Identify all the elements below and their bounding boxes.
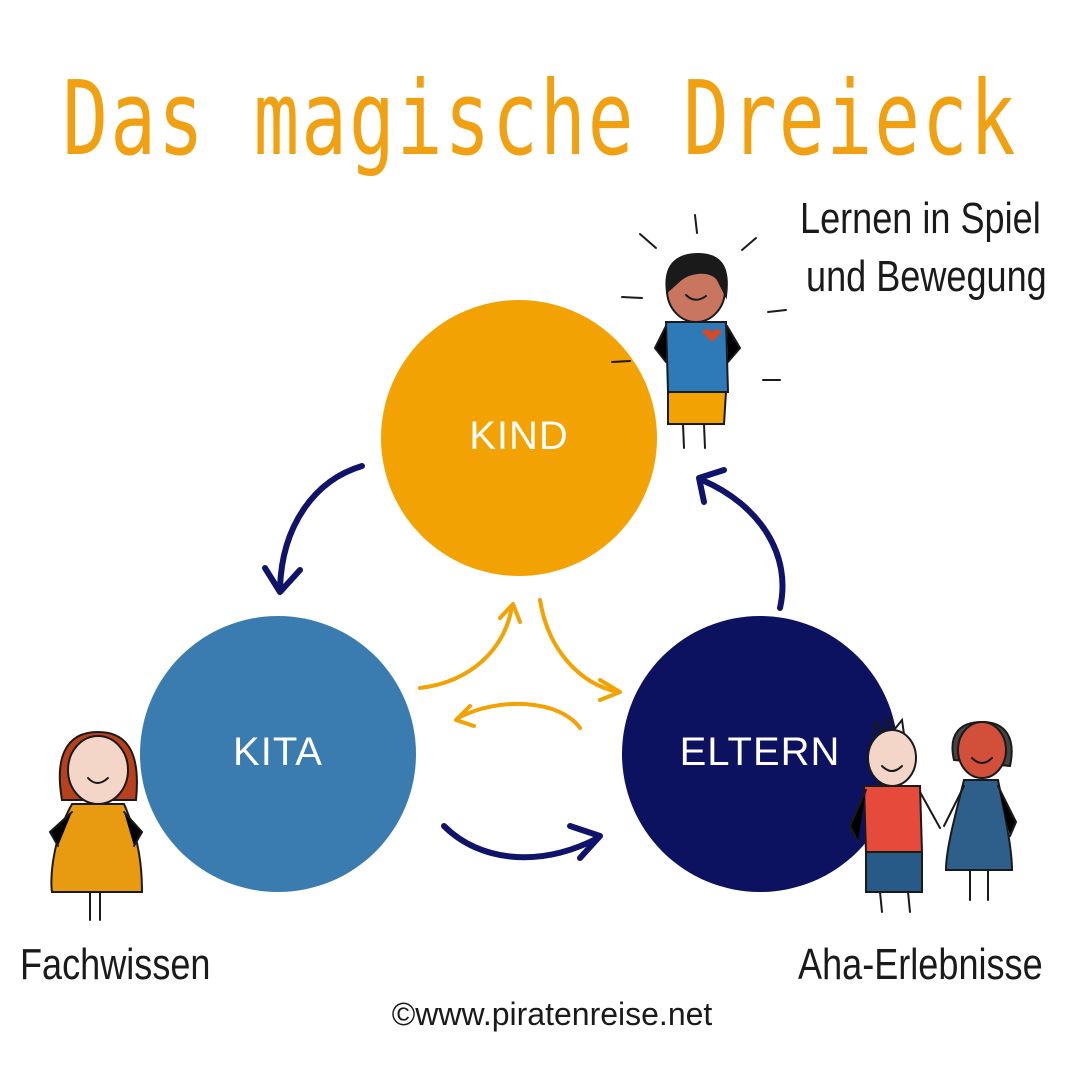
kind-annotation-line2: und Bewegung <box>806 252 1047 301</box>
arrow-eltern-to-kind <box>699 477 786 611</box>
arrow-kita-to-kind-head <box>498 602 522 624</box>
inner-arrows <box>418 598 622 730</box>
educator-figure-icon <box>48 730 144 921</box>
arrow-kita-to-eltern-head <box>567 823 603 861</box>
arrow-kita-to-kind <box>418 604 514 690</box>
kita-label: KITA <box>233 730 323 774</box>
arrow-kind-to-kita <box>277 463 365 591</box>
arrow-eltern-to-kita <box>456 701 582 730</box>
eltern-circle <box>622 616 898 892</box>
page-title: Das magische Dreieck <box>62 58 1018 179</box>
parents-figure-icon <box>848 715 1018 913</box>
kind-circle <box>381 300 657 576</box>
kind-annotation-line1: Lernen in Spiel <box>800 194 1041 243</box>
outer-arrows <box>262 463 786 861</box>
eltern-label: ELTERN <box>679 730 841 774</box>
arrow-kind-to-eltern-head <box>598 678 622 702</box>
arrow-eltern-to-kita-head <box>454 704 476 728</box>
arrow-eltern-to-kind-head <box>696 467 727 505</box>
copyright-footer: ©www.piratenreise.net <box>391 996 713 1032</box>
child-figure-icon <box>611 214 787 449</box>
kita-annotation: Fachwissen <box>20 940 211 989</box>
kind-label: KIND <box>469 414 569 458</box>
kita-circle <box>140 616 416 892</box>
arrow-kind-to-kita-head <box>262 565 303 595</box>
arrow-kind-to-eltern <box>538 598 620 694</box>
eltern-annotation: Aha-Erlebnisse <box>798 940 1043 989</box>
arrow-kita-to-eltern <box>441 823 601 861</box>
